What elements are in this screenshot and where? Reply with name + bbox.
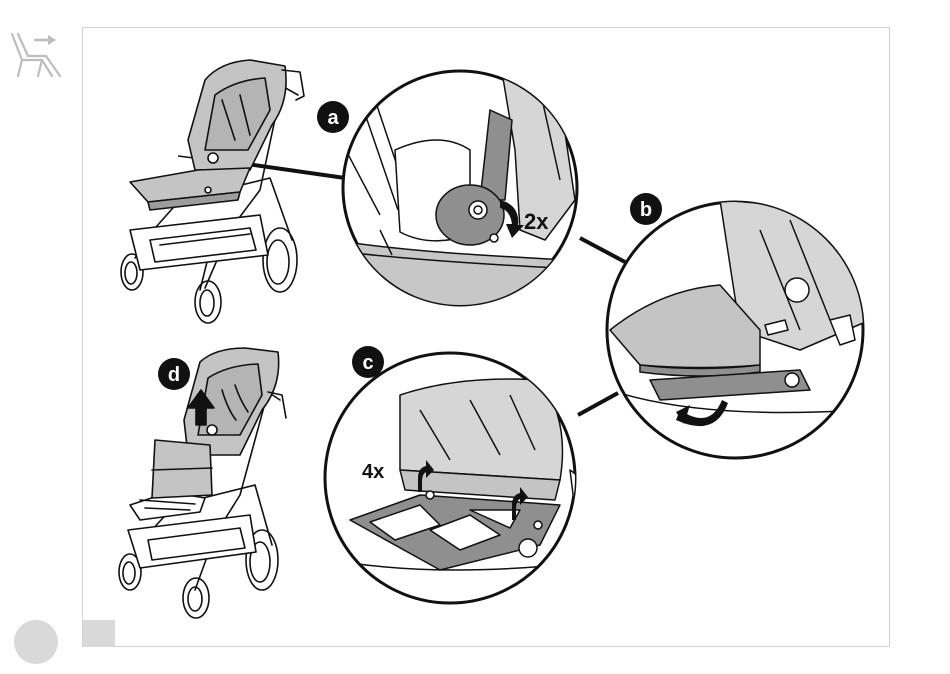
- step-label-c: c: [362, 352, 373, 374]
- step-badge-d: d: [158, 358, 190, 390]
- stroller-bottom: [119, 348, 286, 618]
- step-badge-a: a: [317, 101, 349, 133]
- stroller-top: [121, 60, 304, 323]
- step-label-d: d: [168, 364, 180, 386]
- step-label-b: b: [640, 199, 652, 221]
- repeat-count-a: 2x: [524, 209, 549, 234]
- repeat-count-c: 4x: [362, 461, 384, 483]
- detail-circle-b: [607, 200, 870, 458]
- detail-circle-c: 4x: [325, 353, 600, 603]
- page-number-circle: [14, 620, 58, 664]
- section-tab: [83, 620, 115, 647]
- step-badge-b: b: [630, 193, 662, 225]
- step-badge-c: c: [352, 346, 384, 378]
- detail-circle-a: 2x: [330, 60, 600, 320]
- step-label-a: a: [327, 107, 339, 129]
